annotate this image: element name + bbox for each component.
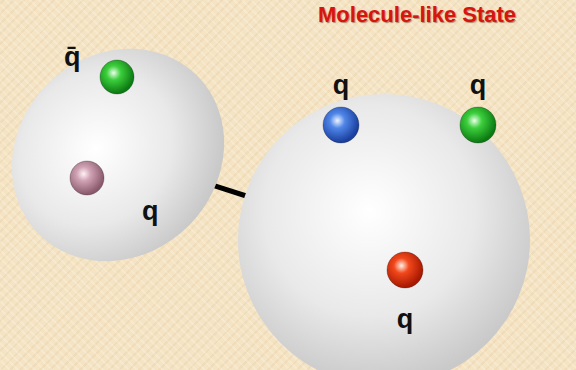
antiquark: q̄: [60, 38, 140, 100]
quark: q: [318, 68, 364, 144]
baryon-circle: qqq: [238, 94, 530, 370]
meson-ellipse: q̄ q: [8, 45, 228, 265]
title: Molecule-like State: [318, 2, 516, 28]
quark: q: [68, 158, 168, 234]
quark-label: q: [333, 70, 350, 100]
quark-label: q̄: [64, 42, 81, 72]
quark-label: q: [470, 70, 487, 100]
quark-label: q: [397, 304, 414, 334]
quark-label: q: [142, 196, 159, 226]
quark: q: [382, 250, 428, 340]
quark: q: [455, 68, 501, 144]
